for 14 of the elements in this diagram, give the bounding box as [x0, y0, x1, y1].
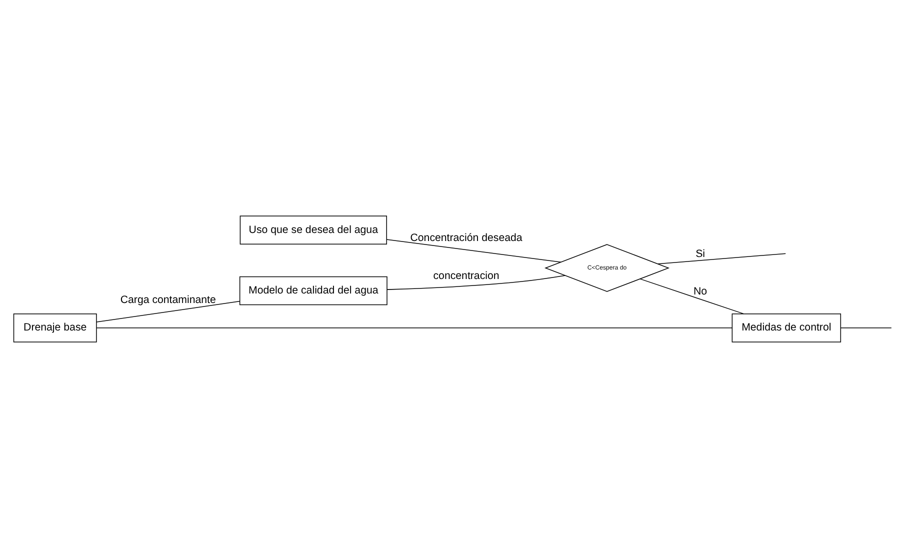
edge-label: No	[694, 286, 708, 298]
connector	[658, 253, 786, 264]
connector	[386, 275, 566, 290]
edge-label: concentracion	[433, 270, 500, 282]
node-box: Drenaje base	[13, 314, 97, 342]
connector	[386, 239, 562, 262]
connector	[96, 300, 240, 322]
node-box: Modelo de calidad del agua	[239, 276, 388, 306]
edge-label: Carga contaminante	[120, 294, 216, 306]
edge-label: Concentración deseada	[410, 232, 522, 244]
edge-label: Si	[696, 248, 706, 260]
connector	[640, 278, 744, 314]
node-box: Uso que se desea del agua	[240, 216, 387, 244]
node-box: Medidas de control	[732, 314, 842, 342]
